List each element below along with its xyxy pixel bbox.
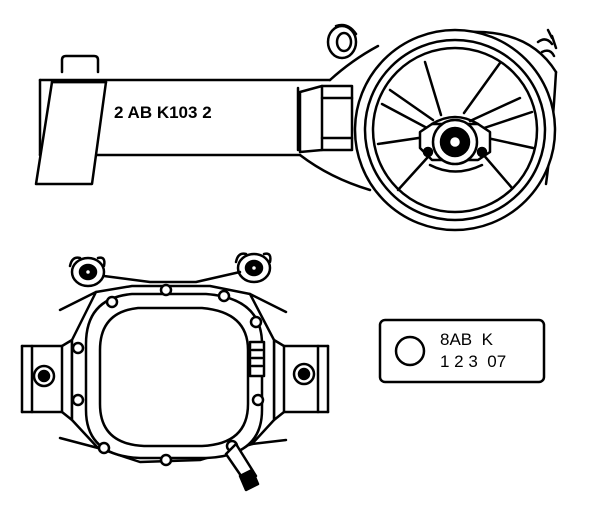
spring-seat-bracket	[34, 54, 108, 186]
drain-plug	[224, 442, 260, 492]
tube-collar	[298, 84, 354, 154]
upper-bushing-right	[536, 28, 558, 58]
plate-rivet-hole	[394, 335, 426, 367]
plate-line-2: 1 2 3 07	[440, 352, 506, 371]
upper-bushing-pair-left	[68, 256, 106, 288]
cover-bolts	[71, 283, 265, 467]
left-axle-tube	[20, 338, 74, 422]
upper-bushing-left	[326, 23, 358, 60]
differential-rear-view	[20, 252, 330, 492]
cover-tag	[248, 340, 266, 378]
axle-stamp-code: 2 AB K103 2	[114, 103, 212, 122]
pinion-flange	[418, 115, 492, 173]
differential-cover	[71, 283, 265, 467]
upper-bushing-pair-right	[234, 252, 272, 284]
axle-housing-side-view: 2 AB K103 2	[34, 23, 558, 232]
identification-plate: 8AB K 1 2 3 07	[378, 318, 546, 384]
right-axle-tube	[272, 338, 330, 422]
plate-line-1: 8AB K	[440, 330, 494, 349]
upper-brace	[102, 270, 242, 284]
